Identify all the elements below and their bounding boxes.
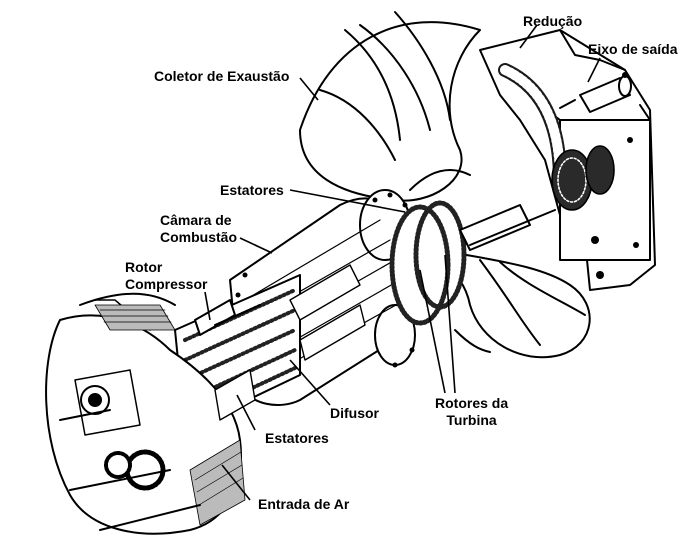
label-rotor-line2: Compressor	[125, 276, 208, 292]
label-coletor-de-exaustao: Coletor de Exaustão	[154, 68, 290, 84]
label-eixo-de-saida: Eixo de saída	[588, 41, 678, 57]
diffuser	[214, 264, 366, 421]
label-camara-line1: Câmara de	[160, 212, 232, 228]
air-inlet-volute	[45, 292, 246, 535]
turbine-rotors	[389, 200, 556, 326]
reduction-gearbox	[479, 29, 656, 291]
label-rotores-line1: Rotores da	[435, 395, 509, 411]
leader-lines	[204, 24, 601, 501]
label-rotores-line2: Turbina	[446, 412, 497, 428]
label-difusor: Difusor	[330, 405, 379, 421]
label-camara-line2: Combustão	[160, 229, 237, 245]
label-rotor-line1: Rotor	[125, 259, 163, 275]
label-estatores-top: Estatores	[220, 182, 284, 198]
label-rotor-compressor: Rotor Compressor	[125, 259, 207, 293]
label-camara-de-combustao: Câmara de Combustão	[160, 212, 237, 246]
exhaust-lower-scroll	[439, 249, 591, 359]
label-estatores-bottom: Estatores	[265, 430, 329, 446]
label-reducao: Redução	[523, 13, 583, 29]
label-rotores-da-turbina: Rotores da Turbina	[435, 395, 508, 429]
label-entrada-de-ar: Entrada de Ar	[258, 496, 350, 512]
exhaust-collector	[299, 11, 491, 245]
